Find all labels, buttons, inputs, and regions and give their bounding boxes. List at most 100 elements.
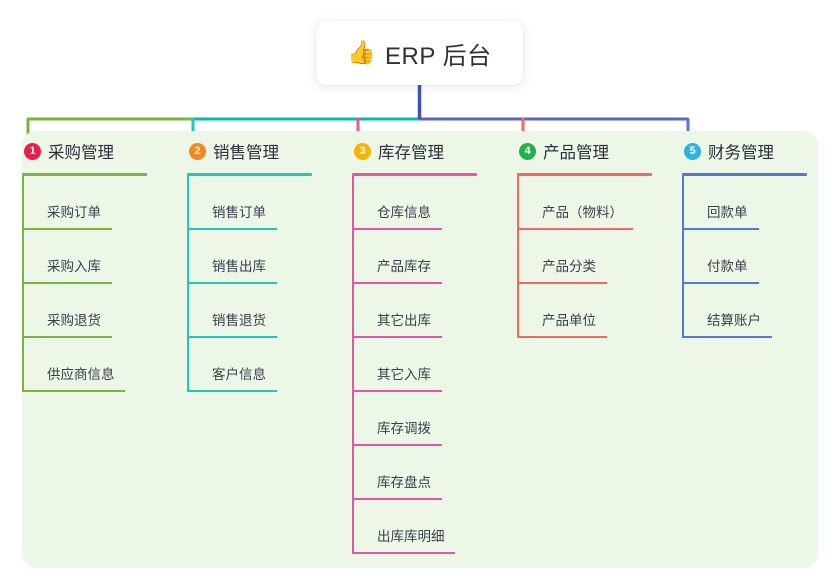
root-title: ERP 后台 bbox=[385, 42, 492, 70]
leaf-item[interactable]: 仓库信息 bbox=[352, 176, 502, 230]
thumbs-up-icon: 👍 bbox=[347, 39, 377, 66]
leaf-list: 销售订单销售出库销售退货客户信息 bbox=[187, 176, 337, 392]
leaf-item[interactable]: 库存调拨 bbox=[352, 392, 502, 446]
branch-column-5[interactable]: 5 财务管理回款单付款单结算账户 bbox=[682, 131, 832, 338]
leaf-item[interactable]: 销售出库 bbox=[187, 230, 337, 284]
leaf-item[interactable]: 付款单 bbox=[682, 230, 832, 284]
leaf-spine bbox=[517, 176, 519, 338]
leaf-item[interactable]: 客户信息 bbox=[187, 338, 337, 392]
leaf-item[interactable]: 其它入库 bbox=[352, 338, 502, 392]
leaf-item[interactable]: 库存盘点 bbox=[352, 446, 502, 500]
leaf-underline bbox=[187, 390, 277, 392]
branch-number-badge: 3 bbox=[354, 142, 371, 160]
leaf-underline bbox=[22, 336, 112, 338]
leaf-label: 产品单位 bbox=[542, 313, 596, 328]
leaf-label: 其它出库 bbox=[377, 313, 431, 328]
leaf-label: 库存调拨 bbox=[377, 421, 431, 436]
leaf-underline bbox=[352, 552, 455, 554]
leaf-underline bbox=[352, 390, 442, 392]
leaf-label: 付款单 bbox=[707, 259, 748, 274]
leaf-underline bbox=[22, 228, 112, 230]
leaf-label: 采购入库 bbox=[47, 259, 101, 274]
leaf-underline bbox=[187, 336, 277, 338]
leaf-item[interactable]: 销售退货 bbox=[187, 284, 337, 338]
branch-title: 采购管理 bbox=[48, 144, 114, 162]
leaf-label: 采购订单 bbox=[47, 205, 101, 220]
branch-header-1[interactable]: 1 采购管理 bbox=[22, 131, 172, 171]
leaf-underline bbox=[517, 282, 607, 284]
branch-underline bbox=[517, 173, 652, 176]
leaf-item[interactable]: 结算账户 bbox=[682, 284, 832, 338]
leaf-underline bbox=[682, 282, 759, 284]
root-node[interactable]: 👍 ERP 后台 bbox=[316, 21, 523, 85]
branch-title: 库存管理 bbox=[378, 144, 444, 162]
leaf-label: 回款单 bbox=[707, 205, 748, 220]
leaf-item[interactable]: 产品（物料） bbox=[517, 176, 677, 230]
branch-underline bbox=[22, 173, 147, 176]
leaf-underline bbox=[682, 336, 772, 338]
leaf-list: 仓库信息产品库存其它出库其它入库库存调拨库存盘点出库库明细 bbox=[352, 176, 502, 554]
branch-number-badge: 1 bbox=[24, 142, 41, 160]
leaf-underline bbox=[187, 282, 277, 284]
branch-underline bbox=[352, 173, 477, 176]
leaf-label: 供应商信息 bbox=[47, 367, 115, 382]
leaf-underline bbox=[517, 336, 607, 338]
leaf-item[interactable]: 出库库明细 bbox=[352, 500, 502, 554]
leaf-label: 销售出库 bbox=[212, 259, 266, 274]
branch-title: 财务管理 bbox=[708, 144, 774, 162]
leaf-spine bbox=[352, 176, 354, 554]
leaf-item[interactable]: 产品单位 bbox=[517, 284, 677, 338]
leaf-list: 回款单付款单结算账户 bbox=[682, 176, 832, 338]
leaf-label: 产品分类 bbox=[542, 259, 596, 274]
branch-column-4[interactable]: 4 产品管理产品（物料） 产品分类产品单位 bbox=[517, 131, 677, 338]
leaf-item[interactable]: 产品库存 bbox=[352, 230, 502, 284]
leaf-spine bbox=[682, 176, 684, 338]
branch-number-badge: 2 bbox=[189, 142, 206, 160]
leaf-list: 产品（物料） 产品分类产品单位 bbox=[517, 176, 677, 338]
branch-header-5[interactable]: 5 财务管理 bbox=[682, 131, 832, 171]
leaf-item[interactable]: 采购入库 bbox=[22, 230, 172, 284]
leaf-label: 仓库信息 bbox=[377, 205, 431, 220]
leaf-item[interactable]: 回款单 bbox=[682, 176, 832, 230]
branch-underline bbox=[682, 173, 807, 176]
leaf-item[interactable]: 产品分类 bbox=[517, 230, 677, 284]
leaf-item[interactable]: 采购退货 bbox=[22, 284, 172, 338]
leaf-label: 结算账户 bbox=[707, 313, 761, 328]
leaf-spine bbox=[187, 176, 189, 392]
branch-number-badge: 5 bbox=[684, 142, 701, 160]
leaf-underline bbox=[187, 228, 277, 230]
leaf-label: 采购退货 bbox=[47, 313, 101, 328]
branch-number-badge: 4 bbox=[519, 142, 536, 160]
leaf-underline bbox=[682, 228, 759, 230]
leaf-label: 产品库存 bbox=[377, 259, 431, 274]
leaf-item[interactable]: 其它出库 bbox=[352, 284, 502, 338]
leaf-item[interactable]: 采购订单 bbox=[22, 176, 172, 230]
branch-title: 产品管理 bbox=[543, 144, 609, 162]
leaf-list: 采购订单采购入库采购退货供应商信息 bbox=[22, 176, 172, 392]
branch-column-3[interactable]: 3 库存管理仓库信息产品库存其它出库其它入库库存调拨库存盘点出库库明细 bbox=[352, 131, 502, 554]
leaf-label: 其它入库 bbox=[377, 367, 431, 382]
branch-header-3[interactable]: 3 库存管理 bbox=[352, 131, 502, 171]
branch-panel bbox=[22, 131, 818, 568]
leaf-underline bbox=[22, 390, 125, 392]
leaf-underline bbox=[352, 498, 442, 500]
leaf-label: 客户信息 bbox=[212, 367, 266, 382]
branch-header-4[interactable]: 4 产品管理 bbox=[517, 131, 677, 171]
branch-underline bbox=[187, 173, 312, 176]
leaf-underline bbox=[352, 228, 442, 230]
leaf-underline bbox=[352, 282, 442, 284]
leaf-label: 销售订单 bbox=[212, 205, 266, 220]
branch-column-1[interactable]: 1 采购管理采购订单采购入库采购退货供应商信息 bbox=[22, 131, 172, 392]
leaf-item[interactable]: 销售订单 bbox=[187, 176, 337, 230]
leaf-spine bbox=[22, 176, 24, 392]
leaf-underline bbox=[352, 336, 442, 338]
leaf-label: 出库库明细 bbox=[377, 529, 445, 544]
leaf-label: 产品（物料） bbox=[542, 205, 623, 220]
leaf-underline bbox=[517, 228, 633, 230]
leaf-item[interactable]: 供应商信息 bbox=[22, 338, 172, 392]
leaf-underline bbox=[352, 444, 442, 446]
